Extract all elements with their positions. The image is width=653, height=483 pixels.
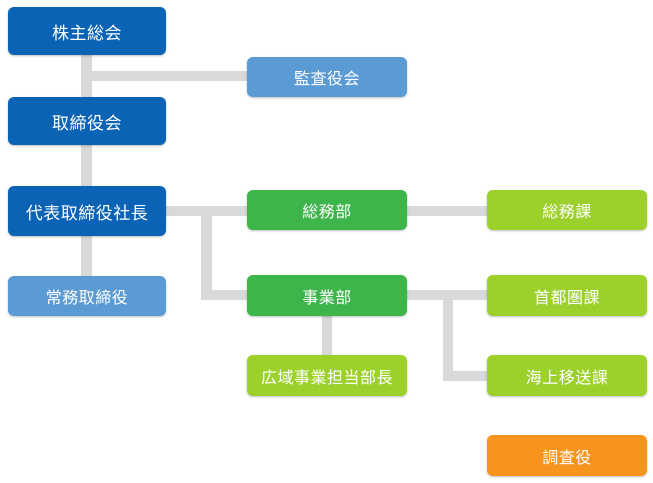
box-business-dept: 事業部 xyxy=(247,275,407,316)
box-metro-section: 首都圏課 xyxy=(487,275,647,316)
connector-auditor xyxy=(92,71,252,81)
connector-regional-manager xyxy=(322,300,332,360)
connector-section-vertical xyxy=(443,290,453,381)
connector-business-dept xyxy=(201,290,252,300)
box-shareholders: 株主総会 xyxy=(8,7,166,55)
box-general-affairs-section: 総務課 xyxy=(487,190,647,230)
box-general-affairs-dept: 総務部 xyxy=(247,190,407,230)
box-marine-section: 海上移送課 xyxy=(487,355,647,396)
box-investigator: 調査役 xyxy=(487,435,647,476)
connector-general-affairs xyxy=(402,206,492,216)
box-auditor: 監査役会 xyxy=(247,57,407,97)
box-board: 取締役会 xyxy=(8,97,166,145)
box-managing-director: 常務取締役 xyxy=(8,276,166,316)
box-regional-manager: 広域事業担当部長 xyxy=(247,355,407,396)
box-president: 代表取締役社長 xyxy=(8,186,166,236)
connector-branch-vertical xyxy=(201,206,212,300)
connector-main-vertical xyxy=(81,50,92,286)
connector-marine-section xyxy=(443,371,492,381)
